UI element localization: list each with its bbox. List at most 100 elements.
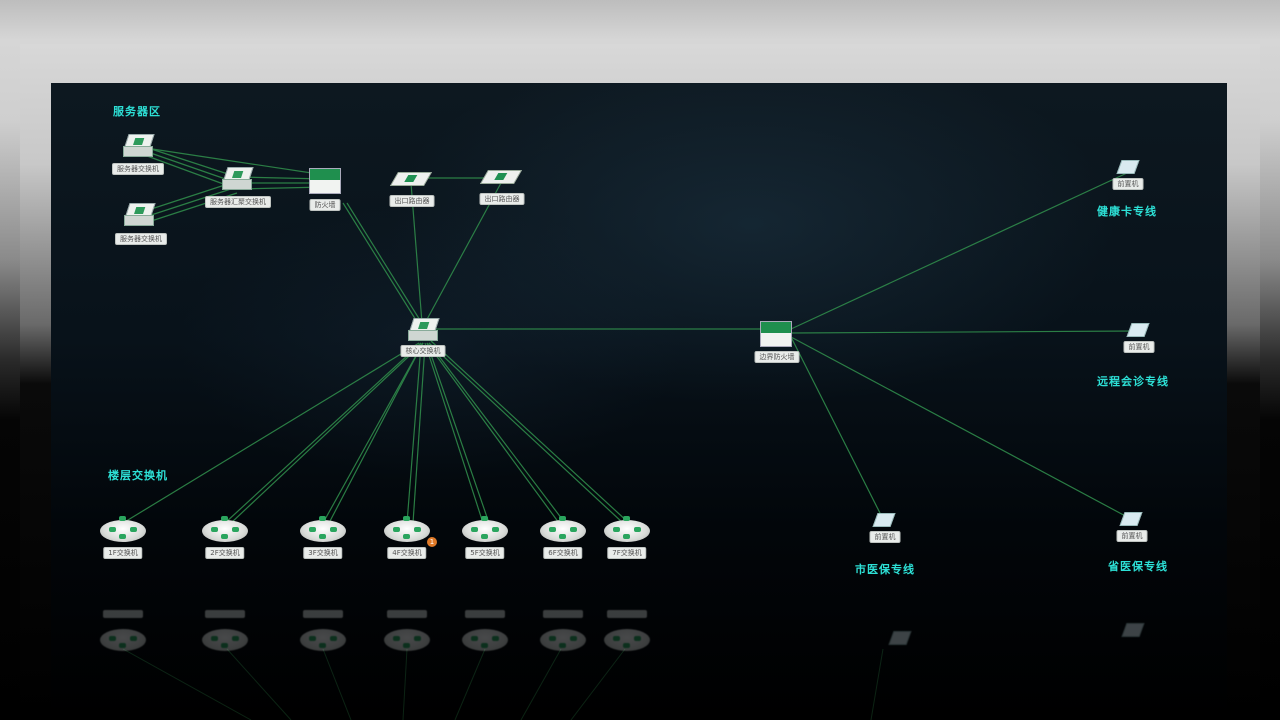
floor-label-reflection [387,610,427,618]
terminal-icon [1121,623,1145,637]
switch-icon [124,203,156,226]
alert-badge[interactable]: 1 [427,537,437,547]
core-switch[interactable] [408,318,440,341]
link [790,330,1138,334]
server-switch-2[interactable] [124,203,156,226]
group-title-province-insurance-line: 省医保专线 [1108,560,1168,573]
router-icon [100,623,146,653]
floor-label-reflection [205,610,245,618]
switch-icon [123,134,155,157]
link [426,342,560,524]
group-title-remote-consult-line: 远程会诊专线 [1097,375,1169,388]
link [428,342,566,524]
device-label: 核心交换机 [400,345,446,357]
floor-switch-label: 3F交换机 [303,547,343,559]
floor-label-reflection [303,610,343,618]
router-icon [462,514,508,544]
router-icon [202,514,248,544]
link [346,202,424,326]
link [430,340,630,524]
group-title-floor-switches: 楼层交换机 [108,469,168,482]
floor-switch-reflection [540,623,586,653]
floor-switch[interactable] [300,514,346,544]
group-title-city-insurance-line: 市医保专线 [855,563,915,576]
floor-switch[interactable] [462,514,508,544]
link [406,344,422,524]
floor-switch[interactable] [202,514,248,544]
router-icon [604,623,650,653]
device-label: 前置机 [869,531,901,543]
link [426,342,490,524]
floor-switch-label: 1F交换机 [103,547,143,559]
device-label: 边界防火墙 [754,351,800,363]
link [322,342,424,524]
floor-switch-reflection [604,623,650,653]
floor-switch-reflection [100,623,146,653]
city-terminal-reflection [885,623,915,653]
router-icon [300,623,346,653]
link [138,152,238,190]
floor-label-reflection [607,610,647,618]
floor-switch[interactable] [100,514,146,544]
link [424,182,502,324]
floor-label-reflection [103,610,143,618]
floor-switch-reflection [462,623,508,653]
device-label: 前置机 [1123,341,1155,353]
health-card-terminal[interactable] [1116,160,1140,174]
server-switch-1[interactable] [123,134,155,157]
router-icon [202,623,248,653]
floor-switch-label: 4F交换机 [387,547,427,559]
link [138,144,238,178]
link [138,186,238,220]
router-icon [540,623,586,653]
link [122,342,420,524]
remote-consult-terminal[interactable] [1126,323,1150,337]
topology-canvas: 服务器区 楼层交换机 健康卡专线 远程会诊专线 市医保专线 省医保专线 服务器交… [51,83,1227,720]
floor-switch[interactable] [604,514,650,544]
device-label: 出口路由器 [389,195,435,207]
link [342,202,420,326]
device-label: 服务器汇聚交换机 [205,196,271,208]
floor-switch-reflection [384,623,430,653]
city-insurance-terminal[interactable] [872,513,896,527]
floor-switch[interactable] [540,514,586,544]
router-icon [540,514,586,544]
device-label: 前置机 [1116,530,1148,542]
terminal-icon [872,513,896,527]
link [328,342,424,524]
router-icon [384,623,430,653]
core-switch-icon [408,318,440,341]
terminal-icon [1119,512,1143,526]
floor-label-reflection [465,610,505,618]
router-icon [462,623,508,653]
device-label: 服务器交换机 [112,163,164,175]
router-icon [384,514,430,544]
province-terminal-reflection [1113,619,1153,639]
router-icon [389,172,433,186]
link [138,148,238,184]
link [138,180,238,214]
device-label: 服务器交换机 [115,233,167,245]
terminal-icon [888,631,912,645]
link [138,146,326,176]
link [790,336,884,520]
group-title-health-card-line: 健康卡专线 [1097,205,1157,218]
province-insurance-terminal[interactable] [1119,512,1143,526]
egress-router-1[interactable] [389,172,433,186]
floor-label-reflection [543,610,583,618]
floor-switch-label: 5F交换机 [465,547,505,559]
terminal-icon [1116,160,1140,174]
server-aggregation-switch[interactable] [222,167,254,190]
router-icon [604,514,650,544]
group-title-server-zone: 服务器区 [113,105,161,118]
link [424,342,484,524]
floor-switch-reflection [202,623,248,653]
link [790,336,1132,520]
firewall-top[interactable] [309,168,341,194]
egress-router-2[interactable] [479,170,523,184]
device-label: 前置机 [1112,178,1144,190]
floor-switch[interactable] [384,514,430,544]
router-icon [300,514,346,544]
edge-firewall[interactable] [760,321,792,347]
floor-switch-reflection [300,623,346,653]
